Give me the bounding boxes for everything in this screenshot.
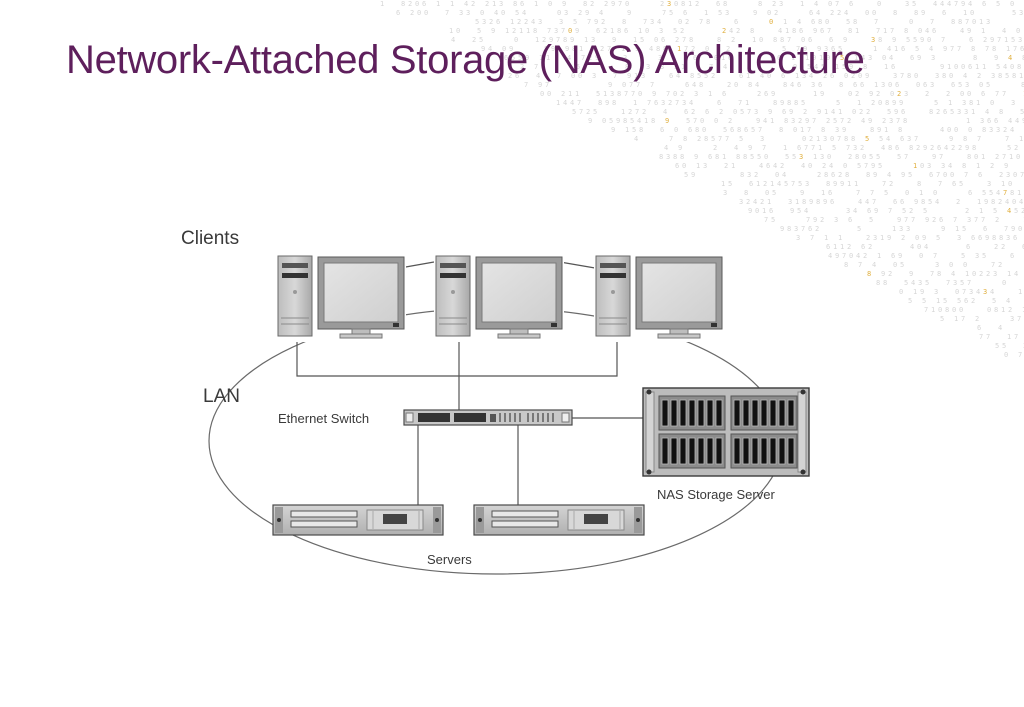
nas-drive-bay — [742, 399, 750, 427]
nas-drive-bay — [778, 399, 786, 427]
rack-server-1 — [272, 504, 444, 536]
link-clients-bus — [296, 336, 618, 377]
nas-drive-bay — [769, 437, 777, 465]
nas-drive-bay — [661, 437, 669, 465]
nas-drive-bay — [679, 399, 687, 427]
nas-drive-bay — [787, 399, 795, 427]
label-servers: Servers — [427, 552, 472, 567]
client-workstation-1 — [276, 254, 406, 342]
link-client2-client3 — [559, 261, 596, 269]
nas-drive-bay — [760, 437, 768, 465]
rack-server-2 — [473, 504, 645, 536]
nas-drive-bay — [670, 399, 678, 427]
nas-drive-bay — [688, 399, 696, 427]
nas-drive-bay — [760, 399, 768, 427]
label-nas-storage-server: NAS Storage Server — [657, 487, 775, 502]
nas-drive-bay — [733, 399, 741, 427]
nas-drive-bay — [742, 437, 750, 465]
label-lan: LAN — [203, 386, 240, 407]
client-workstation-2 — [434, 254, 564, 342]
nas-drive-bay — [697, 399, 705, 427]
nas-drive-bay — [733, 437, 741, 465]
nas-drive-bay — [697, 437, 705, 465]
nas-drive-bay — [661, 399, 669, 427]
client-workstation-3 — [594, 254, 724, 342]
nas-drive-bay — [688, 437, 696, 465]
nas-drive-bay — [787, 437, 795, 465]
nas-drive-bay — [715, 399, 723, 427]
nas-drive-bay — [751, 437, 759, 465]
nas-drive-bay — [769, 399, 777, 427]
ethernet-switch-device — [403, 409, 573, 426]
nas-drive-bay — [715, 437, 723, 465]
nas-drive-bay — [751, 399, 759, 427]
slide-title: Network-Attached Storage (NAS) Architect… — [66, 38, 865, 82]
nas-drive-bay — [679, 437, 687, 465]
nas-storage-server-device — [642, 387, 810, 477]
nas-drive-bay — [670, 437, 678, 465]
label-clients: Clients — [181, 228, 239, 249]
nas-drive-bay — [706, 399, 714, 427]
nas-drive-bay — [706, 437, 714, 465]
label-ethernet-switch: Ethernet Switch — [278, 411, 369, 426]
nas-drive-bay — [778, 437, 786, 465]
